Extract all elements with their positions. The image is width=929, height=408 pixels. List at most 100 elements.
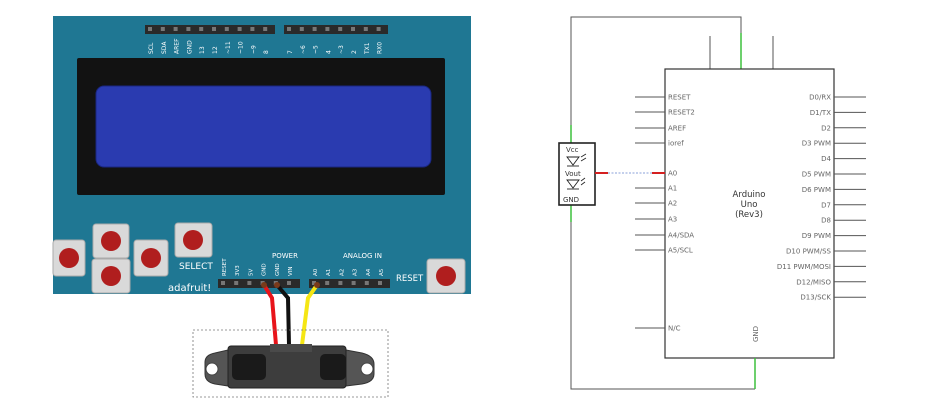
header-hole — [299, 27, 304, 31]
wire-gnd-loop — [570, 205, 755, 390]
pin-gnd-label: GND — [752, 326, 760, 342]
pin-label: D2 — [821, 124, 831, 132]
top-header-right — [284, 25, 388, 34]
pin-label: GND — [262, 263, 268, 276]
pin-label: 8 — [263, 50, 270, 54]
pin-label: A5 — [379, 268, 385, 276]
pin-label: ~3 — [338, 45, 345, 54]
header-hole — [378, 281, 382, 285]
header-hole — [186, 27, 191, 31]
sensor-emitter — [232, 354, 266, 380]
sensor-symbol — [558, 142, 596, 206]
pin-label: D13/SCK — [800, 294, 831, 302]
power-title: POWER — [272, 252, 298, 260]
pin-label: A0 — [668, 170, 677, 178]
pin-label: VIN — [288, 267, 294, 277]
button-left[interactable] — [52, 239, 86, 277]
header-hole — [234, 281, 239, 285]
pin-label: D6 PWM — [802, 186, 831, 194]
pin-label: ~6 — [300, 45, 307, 54]
pin-label: D0/RX — [809, 94, 831, 102]
sensor-outline — [192, 329, 389, 398]
pin-label: A1 — [326, 269, 332, 276]
pin-label: A0 — [313, 268, 319, 276]
pin-label: D3 PWM — [802, 140, 831, 148]
pin-label: A5/SCL — [668, 247, 693, 255]
pin-label: 3V3 — [235, 265, 241, 276]
pin-label: A2 — [668, 200, 677, 208]
header-hole — [351, 281, 356, 285]
pin-label: D4 — [821, 155, 831, 163]
brand-logo: adafruit! — [168, 283, 211, 294]
header-hole — [212, 27, 216, 31]
header-hole — [325, 281, 330, 285]
wire-red — [262, 283, 278, 347]
photodiode-icon — [566, 177, 586, 190]
header-hole — [312, 281, 316, 285]
pin-label: A3 — [353, 268, 359, 276]
pin-label: RESET — [668, 94, 691, 102]
pin-label: GND — [186, 40, 193, 54]
sensor-receiver — [320, 354, 346, 380]
pin-label: 4 — [325, 50, 332, 54]
pin-label: TX1 — [364, 42, 371, 55]
header-hole — [173, 27, 178, 31]
pin-label: N/C — [668, 325, 681, 333]
pin-label: D5 PWM — [802, 171, 831, 179]
header-hole — [287, 27, 291, 31]
header-hole — [363, 27, 368, 31]
pin-label: ~11 — [225, 41, 232, 54]
select-label: SELECT — [179, 262, 213, 272]
led-icon — [566, 153, 587, 167]
wires — [261, 282, 320, 347]
chip-model: Uno — [741, 200, 758, 210]
pin-label: D7 — [821, 201, 831, 209]
pin-label: RESET2 — [668, 109, 695, 117]
sensor-mount-hole-right — [360, 362, 374, 376]
pin-label: A4/SDA — [668, 232, 694, 240]
header-hole — [312, 27, 317, 31]
header-hole — [287, 281, 291, 285]
header-hole — [199, 27, 204, 31]
chip-name: Arduino — [733, 190, 766, 200]
reset-label: RESET — [396, 274, 424, 284]
button-reset[interactable] — [426, 258, 466, 294]
pin-label: GND — [275, 263, 281, 276]
header-hole — [237, 27, 242, 31]
pin-label: ~9 — [250, 45, 257, 54]
pin-label: D12/MISO — [796, 278, 831, 286]
pin-label: A4 — [366, 268, 372, 276]
pin-label: 2 — [351, 50, 358, 54]
pin-label: D11 PWM/MOSI — [777, 263, 831, 271]
chip-revision: (Rev3) — [735, 210, 763, 220]
pin-label: A3 — [668, 216, 677, 224]
pin-label: RESET — [222, 258, 228, 276]
header-hole — [148, 27, 152, 31]
header-hole — [338, 281, 343, 285]
pin-label: 5V — [248, 269, 254, 276]
sensor-vout-label: Vout — [565, 170, 581, 178]
button-down[interactable] — [91, 258, 131, 294]
pin-label: SDA — [161, 41, 168, 54]
button-select[interactable] — [174, 222, 213, 258]
header-hole — [247, 281, 252, 285]
header-hole — [364, 281, 369, 285]
pin-label: ~10 — [238, 41, 245, 54]
pin-label: 12 — [212, 46, 219, 54]
header-hole — [224, 27, 229, 31]
analog-title: ANALOG IN — [343, 252, 382, 260]
button-up[interactable] — [92, 223, 130, 259]
button-right[interactable] — [133, 239, 169, 277]
pin-label: D1/TX — [810, 109, 831, 117]
pin-label: A1 — [668, 185, 677, 193]
pin-label: 7 — [287, 50, 294, 54]
header-hole — [221, 281, 225, 285]
sensor-connector — [270, 344, 312, 352]
pin-label: D10 PWM/SS — [786, 248, 832, 256]
wire-black — [275, 283, 291, 347]
pin-label: AREF — [668, 125, 686, 133]
header-hole — [160, 27, 165, 31]
header-hole — [250, 27, 255, 31]
